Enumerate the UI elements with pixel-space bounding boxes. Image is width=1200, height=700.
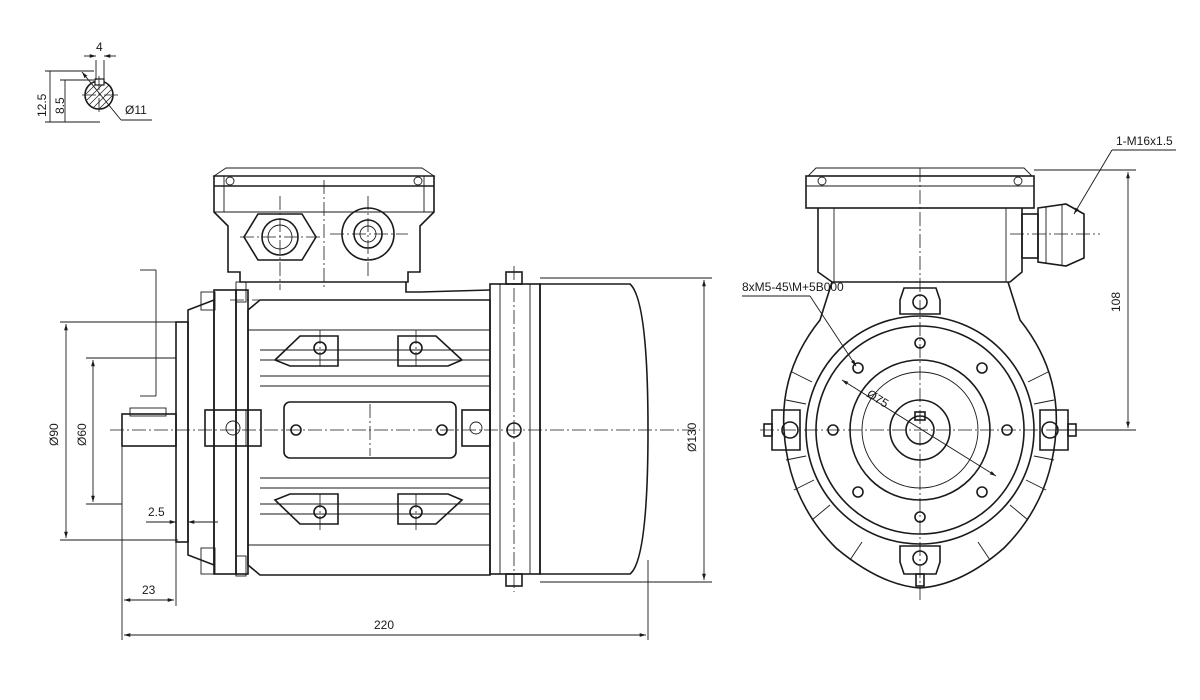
keyway-depth-label: 8.5: [53, 97, 67, 114]
key-width-label: 4: [96, 40, 103, 54]
shaft-side: [110, 299, 700, 447]
spigot-depth-label: 2.5: [148, 505, 165, 519]
terminal-box-side: [212, 167, 436, 290]
side-view-dimensions: Ø90 Ø60 2.5 23 220: [47, 269, 712, 640]
terminal-box-end: [805, 167, 1100, 300]
flange-diameter-label: Ø90: [47, 423, 61, 446]
motor-body-side: [247, 282, 491, 576]
side-view: Ø90 Ø60 2.5 23 220: [47, 167, 712, 640]
shaft-section-detail: 4 12.5 8.5 Ø11: [35, 40, 152, 123]
spigot-diameter-label: Ø60: [75, 423, 89, 446]
shaft-diameter-label: Ø11: [125, 103, 147, 117]
fixing-holes-label: 8xM5-45\M+5B000: [742, 280, 844, 294]
cable-gland-end: [1037, 203, 1085, 267]
fan-cover-side: [489, 266, 649, 592]
shaft-length-label: 23: [142, 583, 156, 597]
center-height-label: 108: [1109, 292, 1123, 312]
nameplate: [283, 401, 457, 459]
pitch-circle-label: Ø75: [864, 387, 891, 411]
end-view-dimensions: 1-M16x1.5 108 8xM5-45\M+5B000 Ø75: [742, 134, 1176, 477]
overall-length-label: 220: [374, 618, 394, 632]
shaft-height-label: 12.5: [35, 93, 49, 117]
cable-gland-label: 1-M16x1.5: [1116, 134, 1173, 148]
housing-diameter-label: Ø130: [685, 422, 699, 452]
keyway-notch: [94, 78, 105, 86]
end-view: 1-M16x1.5 108 8xM5-45\M+5B000 Ø75: [742, 134, 1176, 600]
